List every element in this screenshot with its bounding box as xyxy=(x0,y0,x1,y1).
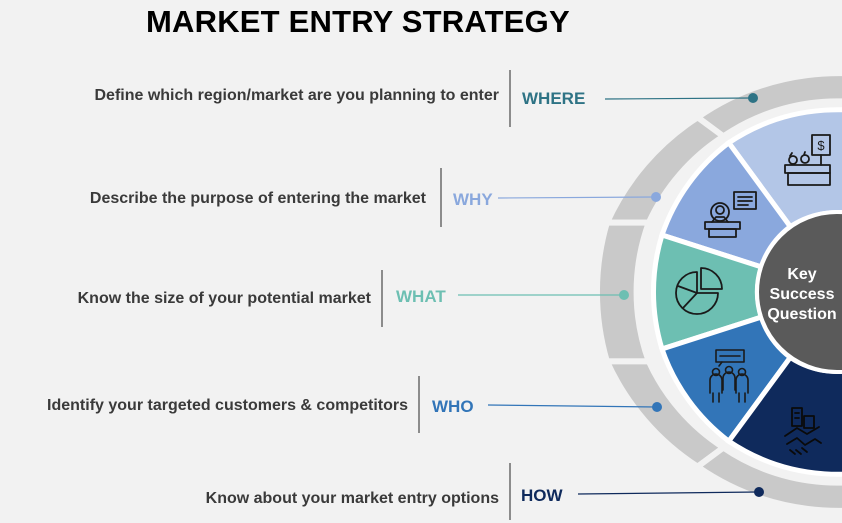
desc-how: Know about your market entry options xyxy=(205,490,499,507)
key-what: WHAT xyxy=(396,287,446,306)
key-why: WHY xyxy=(453,190,493,209)
outer-ring-seg-2 xyxy=(602,113,729,226)
center-circle xyxy=(755,210,842,374)
divider-why xyxy=(440,168,442,227)
connector-how xyxy=(577,491,759,495)
team-chat-icon xyxy=(709,349,749,403)
key-where: WHERE xyxy=(522,89,586,108)
key-who: WHO xyxy=(432,397,474,416)
outer-ring-seg-1 xyxy=(692,70,842,141)
connector-why xyxy=(497,196,656,199)
connectors xyxy=(458,93,764,497)
outer-ring-seg-4 xyxy=(602,358,729,471)
center-label: Key Success Question xyxy=(762,265,842,325)
svg-text:$: $ xyxy=(817,138,825,153)
presenter-icon xyxy=(704,191,757,238)
center-label-line-2: Success xyxy=(769,286,835,303)
divider-where xyxy=(509,70,511,127)
desc-why: Describe the purpose of entering the mar… xyxy=(89,190,426,207)
store-price-icon: $ xyxy=(784,134,831,186)
handshake-icon xyxy=(784,407,822,455)
center-label-line-1: Key xyxy=(787,266,817,283)
segment-how xyxy=(725,354,842,477)
dot-what xyxy=(619,290,629,300)
key-how: HOW xyxy=(521,486,563,505)
connector-who xyxy=(487,404,657,408)
dot-where xyxy=(748,93,758,103)
divider-what xyxy=(381,270,383,327)
center-label-line-3: Question xyxy=(767,306,837,323)
connector-where xyxy=(604,97,753,100)
desc-who: Identify your targeted customers & compe… xyxy=(47,397,408,414)
page-title: MARKET ENTRY STRATEGY xyxy=(146,4,570,39)
dot-why xyxy=(651,192,661,202)
desc-what: Know the size of your potential market xyxy=(77,290,371,307)
pie-chart-icon xyxy=(675,267,723,315)
divider-who xyxy=(418,376,420,433)
desc-where: Define which region/market are you plann… xyxy=(94,87,499,104)
divider-how xyxy=(509,463,511,520)
dot-how xyxy=(754,487,764,497)
dot-who xyxy=(652,402,662,412)
outer-ring-seg-5 xyxy=(692,443,842,514)
